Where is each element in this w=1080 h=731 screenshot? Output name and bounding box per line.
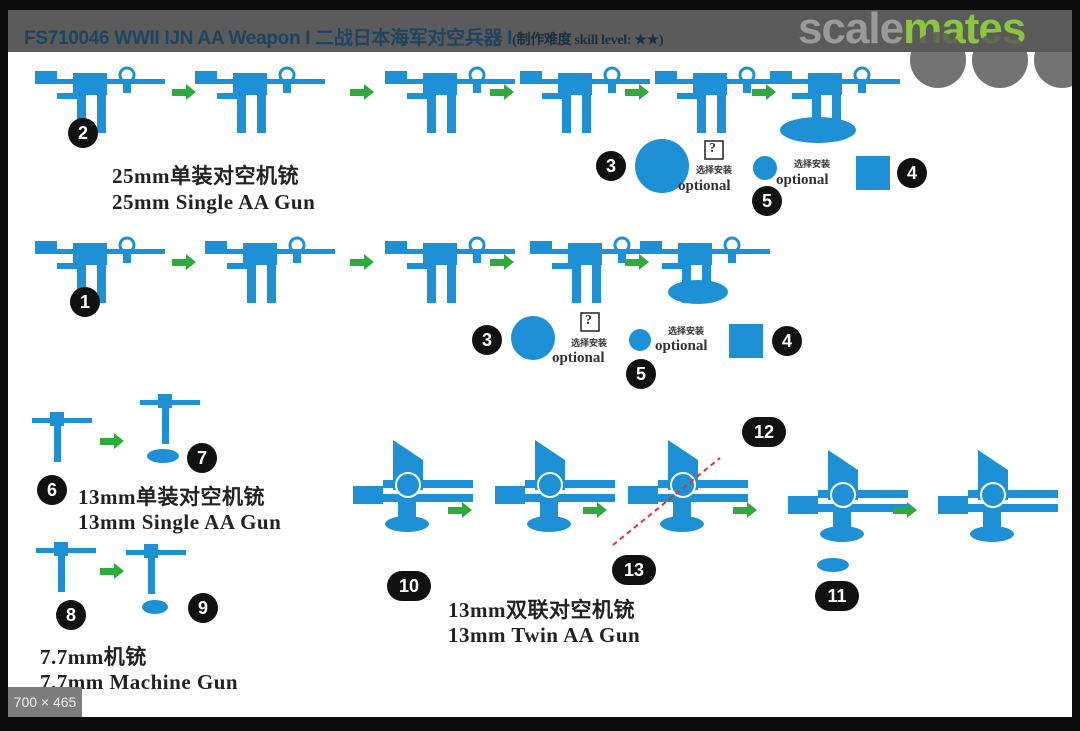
step-number: 12 — [742, 417, 786, 447]
optional-cn: 选择安装 — [794, 159, 831, 169]
step-number: 9 — [188, 593, 218, 623]
section-title-cn: 7.7mm机铳 — [40, 645, 147, 669]
step-number: 1 — [70, 287, 100, 317]
section-title-en: 25mm Single AA Gun — [112, 190, 316, 214]
watermark-part1: scale — [798, 10, 904, 53]
image-dimensions-badge: 700 × 465 — [8, 687, 82, 717]
section-title-cn: 13mm双联对空机铳 — [448, 598, 635, 622]
image-viewer: FS710046 WWII IJN AA Weapon I 二战日本海军对空兵器… — [8, 10, 1072, 717]
section-title-cn: 25mm单装对空机铳 — [112, 164, 299, 188]
small-guns — [32, 394, 200, 614]
title-text: FS710046 WWII IJN AA Weapon I 二战日本海军对空兵器… — [24, 28, 513, 49]
step-number: 5 — [752, 186, 782, 216]
step-number: 8 — [56, 600, 86, 630]
step-number: 4 — [772, 326, 802, 356]
step-number: 13 — [612, 555, 656, 585]
skill-level: (制作难度 skill level: ★★) — [512, 33, 664, 48]
optional-cn: 选择安装 — [696, 165, 733, 175]
step-number: 5 — [626, 359, 656, 389]
optional-en: optional — [776, 172, 829, 188]
step-number: 3 — [596, 151, 626, 181]
step-number: 7 — [187, 443, 217, 473]
step-number: 6 — [37, 475, 67, 505]
step-number: 3 — [472, 325, 502, 355]
next-image-button[interactable] — [1034, 32, 1072, 88]
optional-en: optional — [678, 178, 731, 194]
section-title-en: 13mm Single AA Gun — [78, 510, 282, 534]
optional-mark: ? — [709, 141, 716, 156]
section-title-en: 13mm Twin AA Gun — [448, 623, 641, 647]
optional-mark: ? — [585, 313, 592, 328]
single-25mm-steps-a — [33, 66, 902, 193]
single-25mm-steps-b — [33, 236, 772, 360]
optional-cn: 选择安装 — [571, 338, 608, 348]
step-number: 2 — [68, 118, 98, 148]
step-number: 10 — [387, 571, 431, 601]
more-options-button[interactable] — [972, 32, 1028, 88]
twin-13mm-steps — [352, 439, 1059, 572]
step-number: 4 — [897, 158, 927, 188]
share-button[interactable] — [910, 32, 966, 88]
step-number: 11 — [815, 581, 859, 611]
optional-cn: 选择安装 — [668, 326, 705, 336]
instruction-diagram — [32, 66, 1059, 614]
instruction-title: FS710046 WWII IJN AA Weapon I 二战日本海军对空兵器… — [24, 23, 664, 50]
optional-en: optional — [552, 350, 605, 366]
optional-en: optional — [655, 338, 708, 354]
section-title-cn: 13mm单装对空机铳 — [78, 485, 265, 509]
